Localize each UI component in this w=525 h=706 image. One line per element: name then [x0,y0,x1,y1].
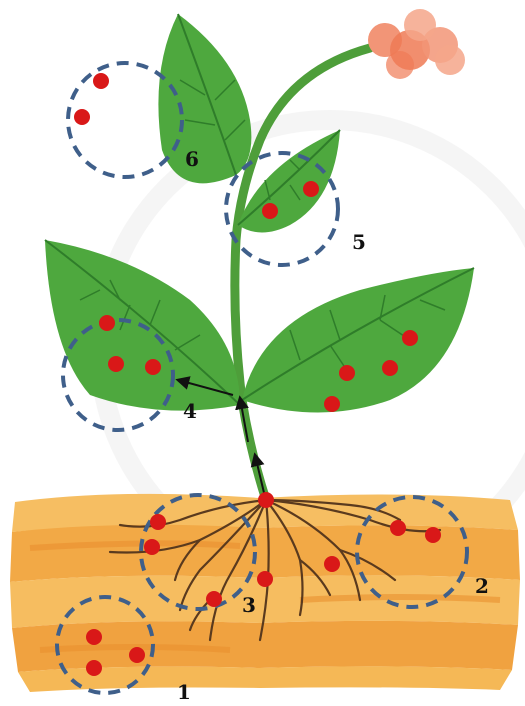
dot [390,520,406,536]
dot [145,359,161,375]
dot [150,514,166,530]
dot [108,356,124,372]
dot [262,203,278,219]
dot [402,330,418,346]
label-4: 4 [183,399,197,423]
dot [303,181,319,197]
dot [86,629,102,645]
dot [99,315,115,331]
dot [425,527,441,543]
leaf-lower-right [242,268,474,413]
dot [144,539,160,555]
dot [324,556,340,572]
dot [93,73,109,89]
dot [257,571,273,587]
label-5: 5 [352,230,366,254]
dot [74,109,90,125]
label-1: 1 [177,680,191,704]
flower [368,9,465,79]
dot [258,492,274,508]
soil [10,494,520,692]
dot [129,647,145,663]
dot [339,365,355,381]
dot [206,591,222,607]
dot [382,360,398,376]
dot [86,660,102,676]
dot [324,396,340,412]
label-6: 6 [185,147,199,171]
leaf-top-left [158,14,251,183]
label-2: 2 [475,574,489,598]
label-3: 3 [242,593,256,617]
